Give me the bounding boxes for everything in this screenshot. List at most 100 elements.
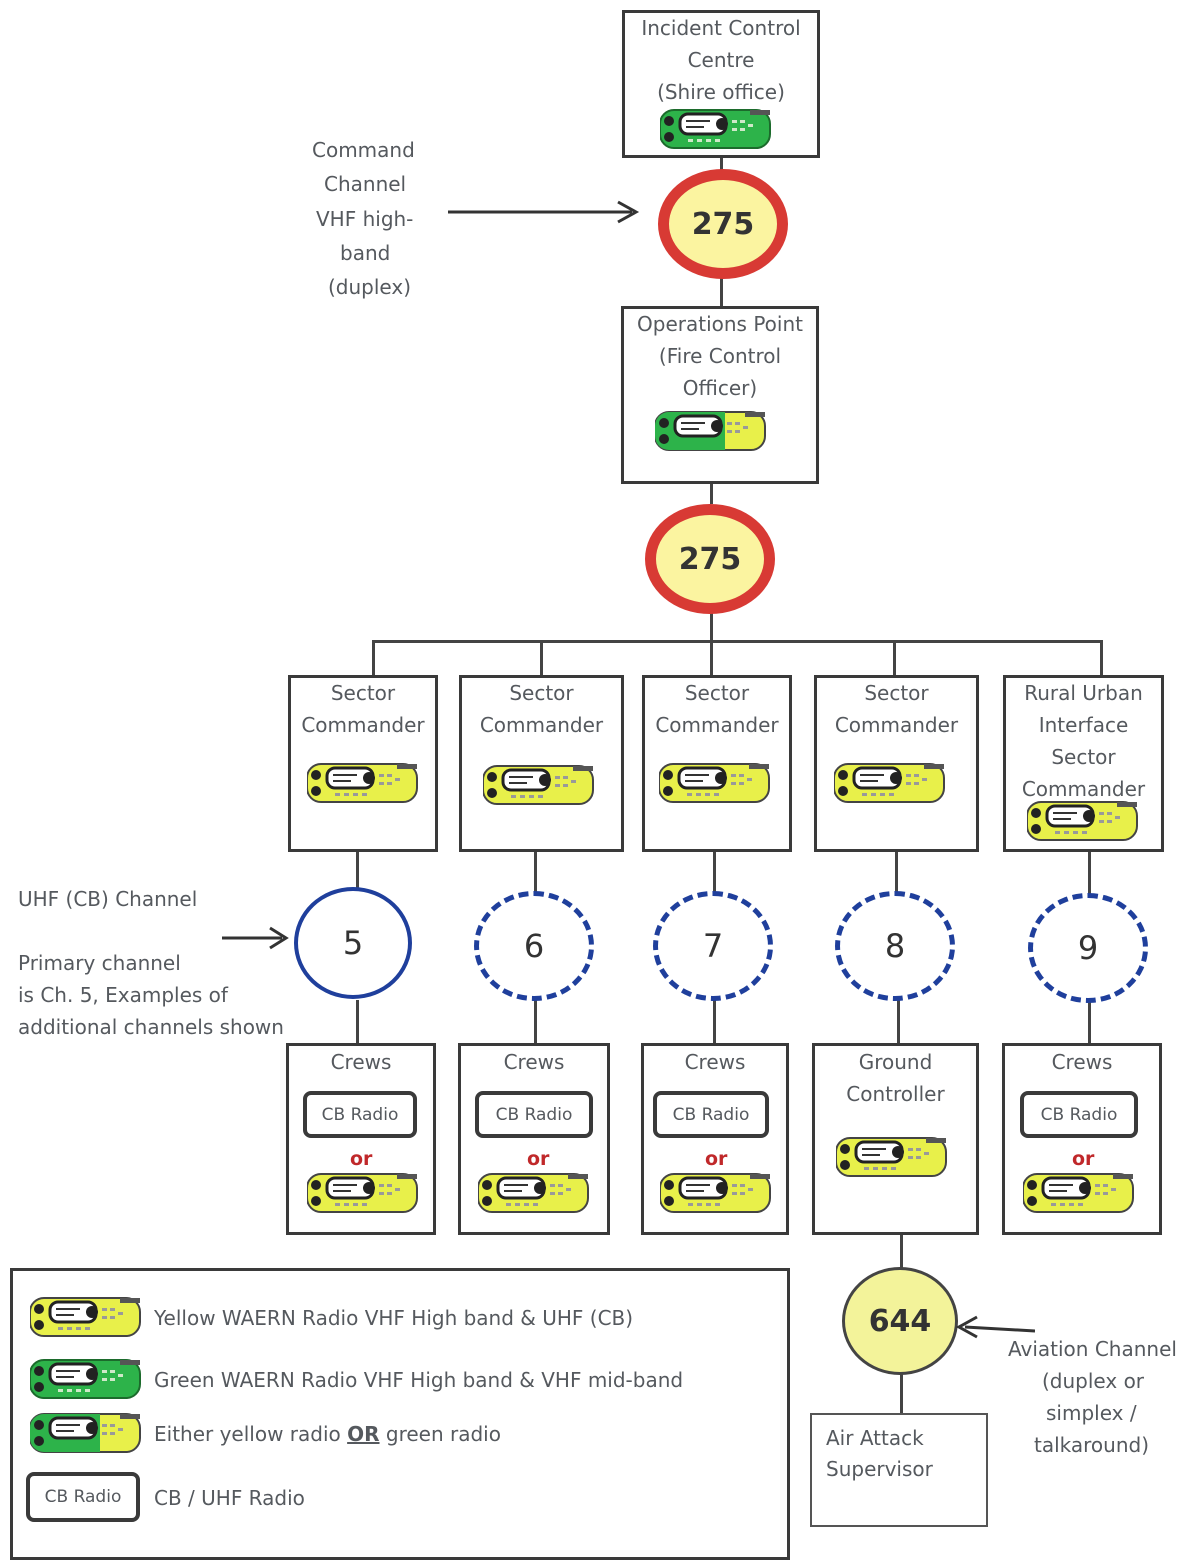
command-channel-line2: Channel [324,172,407,196]
channel-number: 6 [523,927,545,965]
legend-green-text: Green WAERN Radio VHF High band & VHF mi… [154,1368,684,1392]
or-label: or [527,1148,550,1170]
legend-either-suffix: green radio [379,1422,501,1446]
connector-line [713,1000,716,1044]
legend-either-or: OR [347,1422,380,1446]
legend-either-prefix: Either yellow radio [154,1422,348,1446]
aviation-note-line1: Aviation Channel [1008,1337,1177,1361]
channel-number: 275 [691,206,755,242]
uhf-channel-9: 9 [1028,893,1148,1003]
connector-line [713,851,716,893]
rural-line2: Interface [1038,713,1129,737]
sector-label: Sector [509,681,574,705]
commander-label: Commander [479,713,604,737]
command-channel-line5: (duplex) [328,275,412,299]
or-label: or [1072,1148,1095,1170]
connector-line [710,640,713,676]
uhf-note-title: UHF (CB) Channel [18,887,198,911]
connector-line [710,610,713,642]
cb-radio-box: CB Radio [475,1091,593,1138]
uhf-channel-7: 7 [653,891,773,1001]
ground-controller-line1: Ground [858,1050,933,1074]
air-attack-line2: Supervisor [826,1457,933,1481]
channel-275-mid: 275 [645,504,775,614]
uhf-channel-5: 5 [294,887,412,999]
yellow-radio-icon [307,762,419,804]
yellow-radio-icon [478,1172,590,1214]
connector-line [356,1000,359,1044]
yellow-radio-icon [483,764,595,806]
sector-label: Sector [684,681,750,705]
yellow-radio-icon [659,762,771,804]
channel-number: 8 [884,927,906,965]
mixed-radio-icon [30,1412,142,1454]
channel-number: 9 [1077,929,1099,967]
connector-line [534,851,537,893]
arrow-right-icon [448,200,640,224]
channel-number: 5 [342,924,364,962]
connector-line [356,851,359,891]
uhf-channel-6: 6 [474,891,594,1001]
green-radio-icon [30,1358,142,1400]
or-label: or [350,1148,373,1170]
ground-controller-line2: Controller [846,1082,945,1106]
operations-point-line3: Officer) [682,376,758,400]
command-channel-line1: Command [312,138,415,162]
legend-either-text: Either yellow radio OR green radio [154,1422,501,1446]
connector-line [893,640,896,676]
yellow-radio-icon [836,1136,948,1178]
connector-line [1088,851,1091,895]
crews-label: Crews [1051,1050,1113,1074]
connector-line [534,1000,537,1044]
mixed-radio-icon [655,410,767,452]
yellow-radio-icon [660,1172,772,1214]
cb-radio-box: CB Radio [653,1091,769,1138]
operations-point-line1: Operations Point [637,312,803,336]
channel-number: 275 [678,541,742,577]
crews-label: Crews [503,1050,565,1074]
connector-line [540,640,543,676]
connector-line [720,157,723,171]
legend-cb-text: CB / UHF Radio [154,1486,305,1510]
incident-control-line2: Centre [687,48,755,72]
yellow-radio-icon [834,762,946,804]
arrow-left-icon [955,1315,1035,1339]
aviation-note-line3: simplex / [1046,1401,1137,1425]
connector-line [1100,640,1103,676]
channel-number: 7 [702,927,724,965]
arrow-right-icon [222,926,289,950]
incident-control-line1: Incident Control [641,16,801,40]
sector-commander-box [459,675,624,852]
command-channel-line3: VHF high- [316,207,414,231]
commander-label: Commander [655,713,779,737]
operations-point-box [621,306,819,484]
commander-label: Commander [301,713,425,737]
operations-point-line2: (Fire Control [658,344,782,368]
yellow-radio-icon [307,1172,419,1214]
commander-label: Commander [834,713,959,737]
crews-label: Crews [684,1050,746,1074]
connector-line [710,482,713,504]
aviation-channel-644: 644 [842,1267,958,1375]
connector-line [900,1234,903,1270]
command-channel-line4: band [340,241,391,265]
legend-yellow-text: Yellow WAERN Radio VHF High band & UHF (… [154,1306,634,1330]
green-radio-icon [660,108,772,150]
connector-line [895,851,898,893]
connector-line [897,1000,900,1044]
cb-radio-box: CB Radio [1020,1091,1138,1138]
yellow-radio-icon [1023,1172,1135,1214]
channel-275-top: 275 [658,169,788,279]
connector-line [372,640,375,676]
crews-label: Crews [330,1050,392,1074]
air-attack-line1: Air Attack [826,1426,924,1450]
sector-label: Sector [864,681,929,705]
yellow-radio-icon [30,1296,142,1338]
uhf-note-line3: additional channels shown [18,1015,284,1039]
rural-line3: Sector [1051,745,1116,769]
air-attack-supervisor-box [810,1413,988,1527]
incident-control-line3: (Shire office) [657,80,785,104]
connector-line [372,640,1102,643]
rural-line4: Commander [1021,777,1146,801]
connector-line [1088,1002,1091,1044]
